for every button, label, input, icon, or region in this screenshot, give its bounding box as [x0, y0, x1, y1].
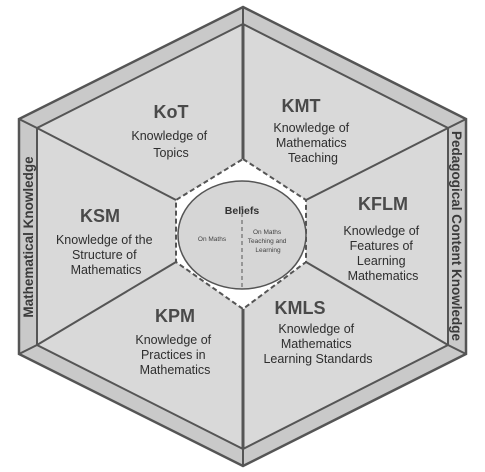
segment-kmt-line: Teaching	[288, 151, 338, 165]
beliefs-teaching-learning: On Maths Teaching and Learning	[248, 229, 288, 254]
segment-kflm-line: Features of	[350, 239, 414, 253]
segment-ksm-line: Mathematics	[71, 263, 142, 277]
segment-kflm-line: Learning	[357, 254, 406, 268]
beliefs-right-line: Learning	[255, 247, 281, 254]
beliefs-right-line: Teaching and	[248, 238, 287, 245]
segment-ksm-abbr: KSM	[80, 206, 120, 226]
segment-kpm-line: Knowledge of	[135, 333, 211, 347]
segment-kflm-desc: Knowledge of Features of Learning Mathem…	[343, 224, 422, 283]
right-side-label: Pedagogical Content Knowledge	[449, 131, 464, 342]
segment-kmls-abbr: KMLS	[275, 298, 326, 318]
segment-kmt-abbr: KMT	[282, 96, 321, 116]
segment-kmt-line: Knowledge of	[273, 121, 349, 135]
segment-ksm-desc: Knowledge of the Structure of Mathematic…	[56, 233, 156, 277]
segment-kmt-line: Mathematics	[276, 136, 347, 150]
segment-kflm: KFLM Knowledge of Features of Learning M…	[343, 194, 422, 283]
beliefs-right-line: On Maths	[253, 229, 282, 236]
segment-kmls: KMLS Knowledge of Mathematics Learning S…	[263, 298, 372, 366]
segment-kmls-line: Learning Standards	[263, 352, 372, 366]
segment-kpm-line: Practices in	[141, 348, 206, 362]
segment-kmls-desc: Knowledge of Mathematics Learning Standa…	[263, 322, 372, 366]
beliefs-circle	[177, 180, 307, 290]
beliefs-on-maths: On Maths	[198, 236, 227, 243]
segment-kpm-desc: Knowledge of Practices in Mathematics	[135, 333, 214, 377]
segment-kmls-line: Mathematics	[281, 337, 352, 351]
segment-ksm-line: Structure of	[72, 248, 137, 262]
segment-ksm: KSM Knowledge of the Structure of Mathem…	[56, 206, 156, 277]
segment-kflm-line: Knowledge of	[343, 224, 419, 238]
segment-kot-line: Knowledge of	[131, 129, 207, 143]
segment-kot-line: Topics	[153, 146, 188, 160]
segment-kpm: KPM Knowledge of Practices in Mathematic…	[135, 306, 214, 377]
left-side-label: Mathematical Knowledge	[21, 156, 36, 318]
segment-kflm-line: Mathematics	[348, 269, 419, 283]
frame-corner-lines	[18, 7, 467, 466]
segment-kpm-abbr: KPM	[155, 306, 195, 326]
segment-kot: KoT Knowledge of Topics	[131, 102, 210, 160]
segment-kpm-line: Mathematics	[140, 363, 211, 377]
segment-kot-desc: Knowledge of Topics	[131, 129, 210, 160]
segment-ksm-line: Knowledge of the	[56, 233, 153, 247]
segment-kflm-abbr: KFLM	[358, 194, 408, 214]
segment-kot-abbr: KoT	[154, 102, 189, 122]
segment-spokes	[36, 127, 449, 346]
segment-kmls-line: Knowledge of	[278, 322, 354, 336]
segment-kmt: KMT Knowledge of Mathematics Teaching	[273, 96, 352, 165]
beliefs-title: Beliefs	[225, 205, 260, 217]
segment-kmt-desc: Knowledge of Mathematics Teaching	[273, 121, 352, 165]
